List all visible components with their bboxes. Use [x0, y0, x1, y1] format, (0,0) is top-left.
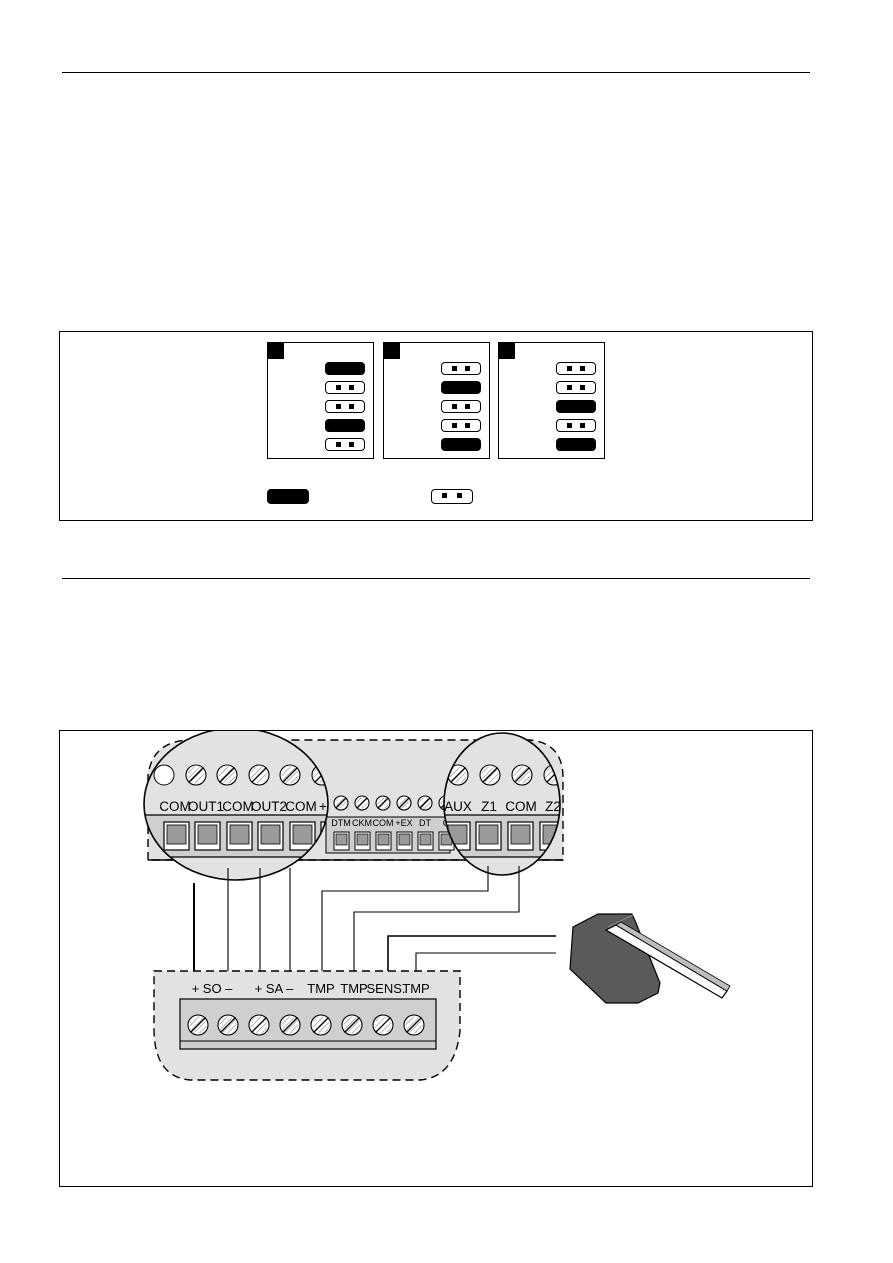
screw-icon	[447, 764, 469, 786]
section-rule	[62, 578, 810, 579]
panel-label-left-3: OUT2	[251, 799, 287, 814]
screw-icon	[511, 764, 533, 786]
screw-icon	[354, 795, 370, 811]
terminal-slot	[289, 821, 316, 851]
siren-label-4: SENS.	[366, 981, 405, 996]
screw-icon	[310, 1014, 332, 1036]
terminal-slot	[226, 821, 253, 851]
jumper-config-3	[498, 342, 605, 459]
screw-icon	[216, 764, 238, 786]
tamper-sensor	[569, 913, 731, 1004]
wires	[193, 866, 556, 971]
siren-label-0: + SO –	[192, 981, 234, 996]
panel-label-left-4: COM	[285, 799, 317, 814]
config-marker	[384, 343, 400, 359]
screw-icon	[417, 795, 433, 811]
terminal-slot	[257, 821, 284, 851]
jumper-3-closed	[556, 400, 596, 413]
jumper-3-open	[325, 400, 365, 413]
panel-label-left-5: +KP	[319, 799, 345, 814]
terminal-slot	[507, 821, 534, 851]
screw-icon	[248, 764, 270, 786]
siren-label-5: TMP	[402, 981, 429, 996]
jumper-5-open	[325, 438, 365, 451]
panel-label-mid-3: +EX	[395, 818, 412, 828]
jumper-figure	[59, 331, 813, 521]
screw-icon	[403, 1014, 425, 1036]
jumper-4-open	[441, 419, 481, 432]
panel-label-right-1: Z1	[481, 799, 497, 814]
panel-right-terminals: AUX Z1 COM Z2	[444, 733, 561, 875]
siren-label-2: TMP	[307, 981, 334, 996]
screw-icon	[248, 1014, 270, 1036]
screw-icon	[187, 1014, 209, 1036]
terminal-slot	[475, 821, 502, 851]
terminal-slot	[194, 821, 221, 851]
panel-label-left-1: OUT1	[188, 799, 224, 814]
jumper-5-closed	[441, 438, 481, 451]
screw-icon	[375, 795, 391, 811]
panel-label-mid-0: DTM	[331, 818, 351, 828]
screw-icon	[396, 795, 412, 811]
jumper-2-open	[556, 381, 596, 394]
legend-jumper-open	[431, 489, 473, 504]
panel-label-left-2: COM	[222, 799, 254, 814]
jumper-3-open	[441, 400, 481, 413]
screw-icon	[279, 1014, 301, 1036]
screw-icon	[341, 1014, 363, 1036]
config-marker	[499, 343, 515, 359]
magnifier-right	[443, 732, 561, 876]
siren-label-1: + SA –	[255, 981, 294, 996]
jumper-2-open	[325, 381, 365, 394]
panel-label-right-3: Z2	[545, 799, 561, 814]
screw-icon	[372, 1014, 394, 1036]
jumper-1-closed	[325, 362, 365, 375]
panel-label-right-0: AUX	[444, 799, 472, 814]
panel-label-right-2: COM	[505, 799, 537, 814]
screw-icon	[333, 795, 349, 811]
jumper-config-1	[267, 342, 374, 459]
screw-icon	[479, 764, 501, 786]
jumper-4-open	[556, 419, 596, 432]
terminal-slot	[163, 821, 190, 851]
screw-icon	[185, 764, 207, 786]
jumper-config-2	[383, 342, 490, 459]
legend-jumper-closed	[267, 489, 309, 504]
jumper-2-closed	[441, 381, 481, 394]
jumper-1-open	[441, 362, 481, 375]
panel-label-mid-4: DT	[419, 818, 431, 828]
screw-icon	[217, 1014, 239, 1036]
panel-label-mid-1: CKM	[352, 818, 372, 828]
siren-label-3: TMP	[340, 981, 367, 996]
jumper-5-closed	[556, 438, 596, 451]
config-marker	[268, 343, 284, 359]
screw-icon	[279, 764, 301, 786]
panel-label-mid-2: COM	[373, 818, 394, 828]
jumper-4-closed	[325, 419, 365, 432]
panel-label-left-0: COM	[159, 799, 191, 814]
top-rule	[62, 72, 810, 73]
jumper-1-open	[556, 362, 596, 375]
